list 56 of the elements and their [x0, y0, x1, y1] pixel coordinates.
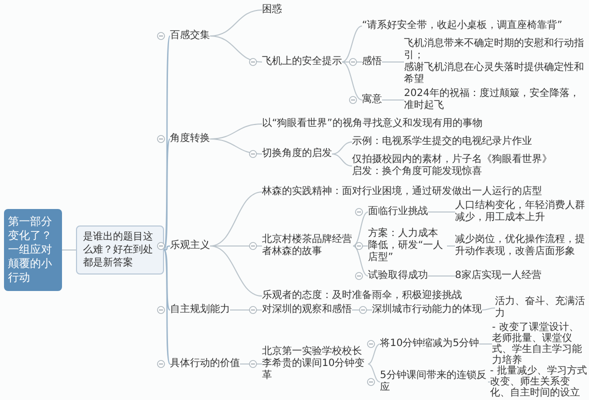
- connector-line: [342, 26, 362, 62]
- topic-text: 5分钟课间带来的连锁反应: [380, 370, 488, 394]
- topic-text: 是谁出的题目这么难？好在到处都是新答案: [83, 230, 154, 270]
- topic-text: 百感交集: [170, 30, 210, 42]
- topic-text: 飞机上的安全提示: [262, 56, 342, 68]
- connector-line: [163, 138, 171, 250]
- topic-text: 8家店实现一人经营: [455, 270, 542, 282]
- connector-line: [163, 36, 171, 250]
- topic-text: 将10分钟缩减为5分钟: [380, 338, 480, 350]
- topic-text: 2024年的祝福：度过颠簸，安全降落，准时起飞: [404, 88, 580, 112]
- topic-text: 试验取得成功: [368, 270, 428, 282]
- topic-text: 飞机消息带来不确定时期的安慰和行动指引；: [404, 38, 585, 62]
- topic-text: 方案：人力成本降低，研发“一人店型”: [368, 228, 444, 264]
- topic-text: - 批量减少、学习方式改变、师生关系变化、自主时间的设立: [490, 366, 588, 398]
- connector-line: [210, 246, 262, 296]
- topic-text: 乐观者的态度：及时准备雨伞，积极迎接挑战: [262, 290, 462, 302]
- root-topic-box: [4, 209, 62, 291]
- topic-text: 仅拍摄校园内的素材，片子名《狗眼看世界》: [352, 154, 552, 166]
- topic-text: 对深圳的观察和感悟: [262, 304, 352, 316]
- connector-line: [164, 250, 170, 310]
- topic-text: 以“狗眼看世界”的视角寻找意义和发现有用的事物: [262, 118, 482, 130]
- topic-text: 角度转换: [170, 133, 210, 145]
- connector-line: [210, 36, 262, 62]
- topic-text: 乐观主义: [170, 240, 210, 252]
- connector-line: [210, 192, 262, 246]
- topic-text: 北京村楼茶品牌经营者林森的故事: [262, 234, 353, 258]
- topic-text: 寓意: [362, 94, 382, 106]
- topic-text: 切换角度的启发: [262, 148, 332, 160]
- topic-text: 第一部分变化了？一组应对颠覆的小行动: [8, 215, 53, 285]
- topic-text: 感谢飞机消息在心灵失落时提供确定性和希望: [404, 62, 585, 86]
- connector-line: [332, 142, 352, 154]
- topic-text: 启发：换个角度可能发现惊喜: [352, 166, 483, 178]
- connector-line: [482, 308, 496, 310]
- topic-text: 林森的实践精神：面对行业困境，通过研发做出一人运行的店型: [262, 186, 542, 198]
- topic-text: 示例：电视系学生提交的电视纪录片作业: [352, 136, 532, 148]
- topic-text: 人口结构变化，年轻消费人群减少，用工成本上升: [455, 200, 586, 224]
- topic-text: 面临行业挑战: [368, 206, 428, 218]
- connector-line: [368, 344, 380, 364]
- topic-text: “请系好安全带，收起小桌板，调直座椅靠背”: [362, 20, 562, 32]
- topic-text: 感悟: [362, 56, 382, 68]
- connector-line: [332, 154, 352, 166]
- connector-line: [352, 246, 368, 276]
- topic-text: 减少岗位，优化操作流程，提升动作表现，改善店面形象: [455, 234, 586, 258]
- connector-line: [368, 364, 380, 382]
- topic-text: 困惑: [262, 4, 282, 16]
- topic-text: 具体行动的价值: [170, 358, 240, 370]
- connector-line: [342, 62, 362, 100]
- connector-line: [163, 250, 171, 364]
- topic-text: 自主规划能力: [170, 304, 230, 316]
- connector-line: [210, 138, 262, 154]
- topic-text: 深圳城市行动能力的体现: [372, 304, 482, 316]
- connector-line: [352, 212, 368, 246]
- topic-text: - 改变了课堂设计、老师批量、课堂仪式、学生自主学习能力培养: [492, 322, 582, 366]
- central-topic-box: [76, 226, 164, 274]
- topic-text: 活力、奋斗、充满活力: [495, 296, 586, 320]
- topic-text: 北京第一实验学校校长李希贵的课间10分钟变革: [262, 346, 366, 382]
